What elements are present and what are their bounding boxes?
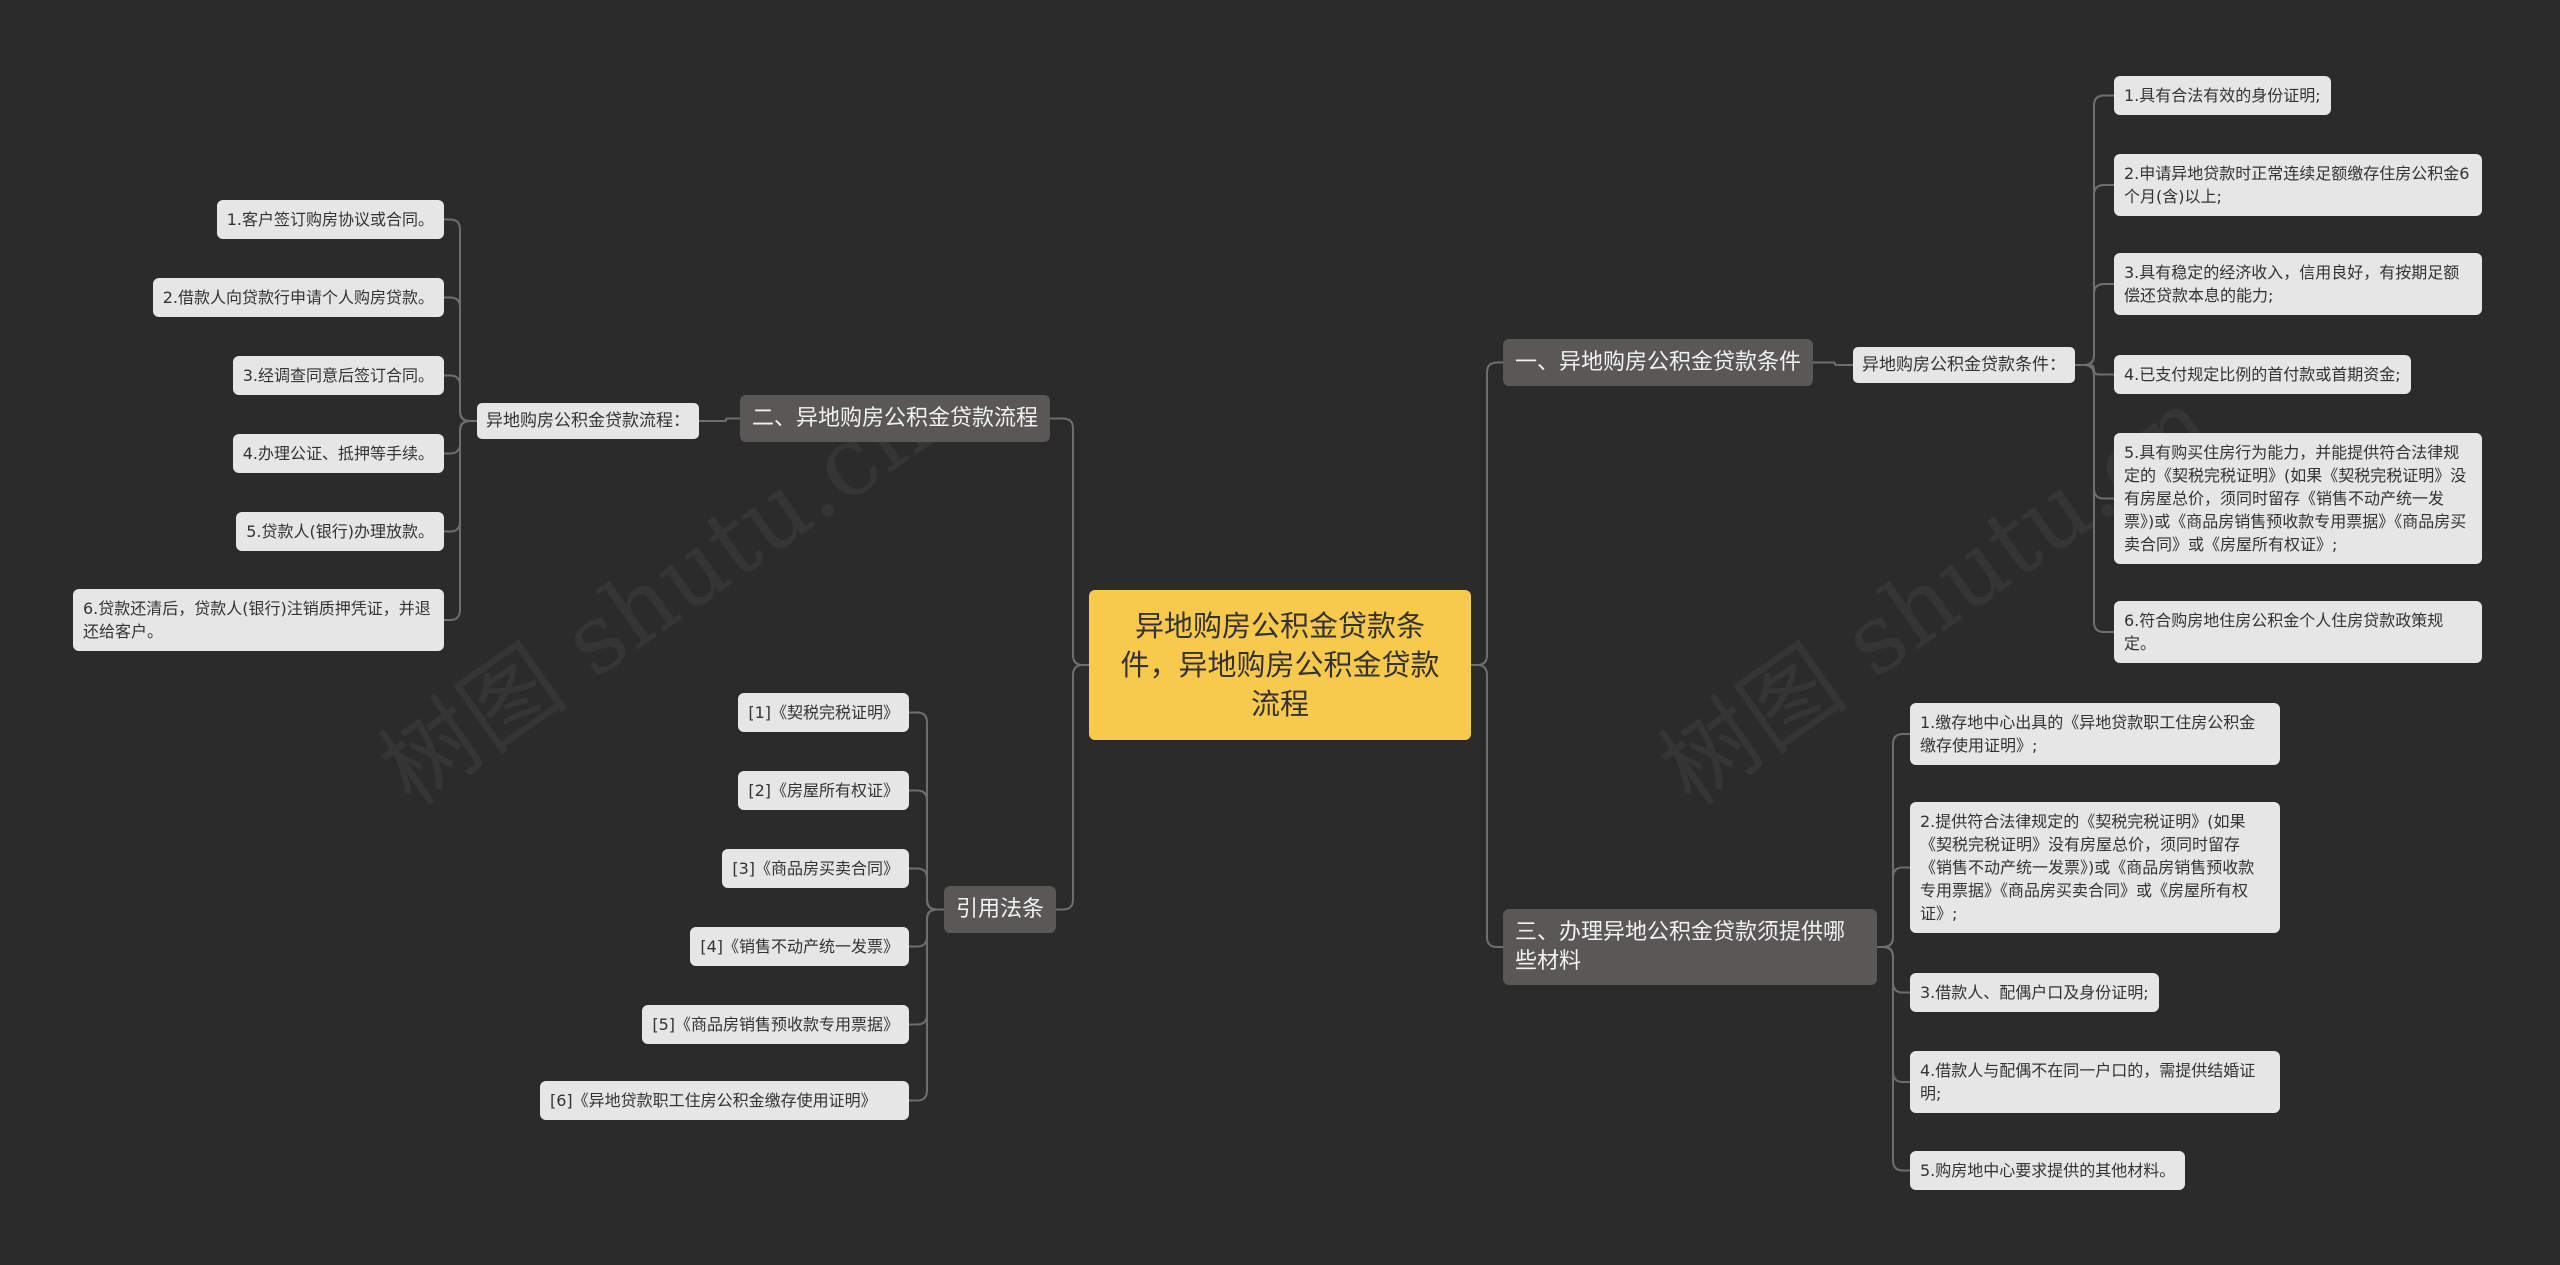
connector-line	[909, 908, 944, 948]
connector-line	[909, 867, 944, 911]
connector-line	[909, 908, 944, 1026]
root-topic[interactable]: 异地购房公积金贷款条件，异地购房公积金贷款流程	[1089, 590, 1471, 740]
process-item[interactable]: 4.办理公证、抵押等手续。	[232, 434, 444, 473]
condition-item[interactable]: 4.已支付规定比例的首付款或首期资金;	[2114, 355, 2411, 394]
connector-line	[444, 374, 477, 422]
condition-item[interactable]: 2.申请异地贷款时正常连续足额缴存住房公积金6个月(含)以上;	[2114, 154, 2482, 216]
condition-item[interactable]: 5.具有购买住房行为能力，并能提供符合法律规定的《契税完税证明》(如果《契税完税…	[2114, 433, 2482, 564]
connector-line	[444, 420, 477, 621]
connector-line	[2075, 184, 2114, 366]
connector-line	[444, 420, 477, 455]
material-item[interactable]: 2.提供符合法律规定的《契税完税证明》(如果《契税完税证明》没有房屋总价，须同时…	[1910, 802, 2280, 933]
process-item[interactable]: 5.贷款人(银行)办理放款。	[236, 512, 444, 551]
connector-line	[444, 296, 477, 422]
connector-line	[444, 420, 477, 533]
connector-line	[1471, 664, 1503, 948]
connector-line	[909, 711, 944, 911]
reference-item[interactable]: [5]《商品房销售预收款专用票据》	[642, 1005, 909, 1044]
connector-line	[1877, 946, 1910, 1172]
connector-line	[699, 417, 740, 422]
material-item[interactable]: 5.购房地中心要求提供的其他材料。	[1910, 1151, 2186, 1190]
reference-item[interactable]: [1]《契税完税证明》	[738, 693, 909, 732]
condition-item[interactable]: 6.符合购房地住房公积金个人住房贷款政策规定。	[2114, 601, 2482, 663]
connector-line	[1471, 361, 1503, 666]
branch-process[interactable]: 二、异地购房公积金贷款流程	[740, 395, 1051, 442]
condition-item[interactable]: 1.具有合法有效的身份证明;	[2114, 76, 2331, 115]
connector-line	[909, 789, 944, 911]
branch-conditions[interactable]: 一、异地购房公积金贷款条件	[1503, 339, 1814, 386]
reference-item[interactable]: [3]《商品房买卖合同》	[722, 849, 909, 888]
branch-materials[interactable]: 三、办理异地公积金贷款须提供哪些材料	[1503, 909, 1877, 985]
material-item[interactable]: 1.缴存地中心出具的《异地贷款职工住房公积金缴存使用证明》;	[1910, 703, 2280, 765]
connector-line	[909, 908, 944, 1102]
process-item[interactable]: 2.借款人向贷款行申请个人购房贷款。	[152, 278, 444, 317]
connector-line	[2075, 94, 2114, 366]
material-item[interactable]: 3.借款人、配偶户口及身份证明;	[1910, 973, 2159, 1012]
reference-item[interactable]: [2]《房屋所有权证》	[738, 771, 909, 810]
connector-line	[1877, 946, 1910, 1083]
process-item[interactable]: 3.经调查同意后签订合同。	[232, 356, 444, 395]
connector-line	[2075, 364, 2114, 376]
reference-item[interactable]: [6]《异地贷款职工住房公积金缴存使用证明》	[540, 1081, 909, 1120]
connector-line	[1050, 417, 1089, 666]
process-item[interactable]: 1.客户签订购房协议或合同。	[216, 200, 444, 239]
connector-line	[1877, 946, 1910, 994]
connector-line	[1877, 866, 1910, 948]
connector-line	[2075, 283, 2114, 366]
condition-item[interactable]: 3.具有稳定的经济收入，信用良好，有按期足额偿还贷款本息的能力;	[2114, 253, 2482, 315]
reference-item[interactable]: [4]《销售不动产统一发票》	[690, 927, 909, 966]
connector-line	[1877, 733, 1910, 948]
connector-line	[444, 218, 477, 422]
material-item[interactable]: 4.借款人与配偶不在同一户口的，需提供结婚证明;	[1910, 1051, 2280, 1113]
connector-line	[1056, 664, 1089, 911]
conditions-subtopic[interactable]: 异地购房公积金贷款条件：	[1853, 347, 2075, 383]
connector-line	[1813, 361, 1853, 366]
branch-references[interactable]: 引用法条	[944, 886, 1057, 933]
process-subtopic[interactable]: 异地购房公积金贷款流程：	[477, 403, 699, 439]
process-item[interactable]: 6.贷款还清后，贷款人(银行)注销质押凭证，并退还给客户。	[73, 589, 444, 651]
